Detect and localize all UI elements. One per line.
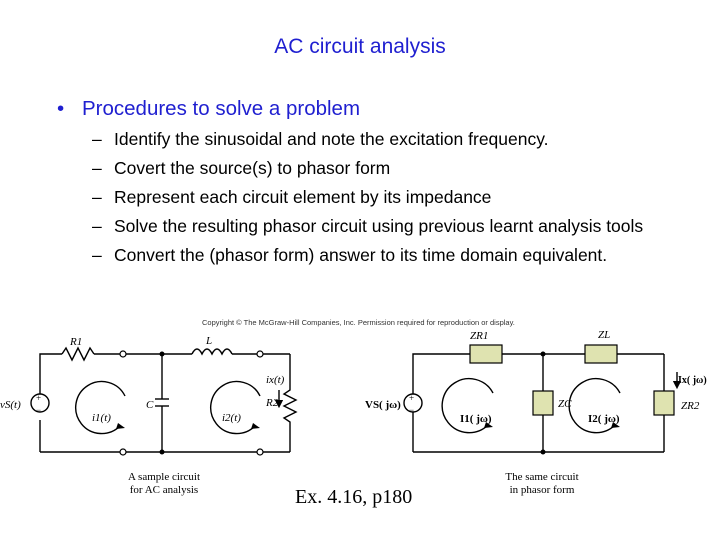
procedure-list: –Identify the sinusoidal and note the ex… [92,128,712,273]
right-caption: The same circuit in phasor form [490,471,594,497]
dash-marker: – [92,216,102,236]
label-zr2: ZR2 [681,400,700,412]
left-caption: A sample circuit for AC analysis [112,471,216,497]
label-r2: R2 [265,397,279,409]
impedance-zr2 [653,390,675,416]
impedance-zc [532,390,554,416]
label-i2: i2(t) [222,412,241,424]
label-l: L [205,335,212,347]
dash-marker: – [92,158,102,178]
impedance-zl [584,344,618,364]
label-vs: vS(t) [0,399,21,411]
label-ix-phasor: Ix( jω) [678,375,707,386]
step-text: Represent each circuit element by its im… [114,187,492,207]
svg-text:+: + [36,393,41,403]
bullet-text: Procedures to solve a problem [82,97,361,120]
time-domain-circuit: + − vS(t) R1 L C R2 i1(t) i2(t) ix(t) [0,335,298,456]
phasor-circuit: + − VS( jω) ZR1 ZL ZC ZR2 I1( jω) I2( jω… [365,329,707,455]
procedure-step: –Solve the resulting phasor circuit usin… [92,215,674,238]
procedure-step: –Identify the sinusoidal and note the ex… [92,128,712,151]
dash-marker: – [92,187,102,207]
label-vs-phasor: VS( jω) [365,399,401,411]
svg-text:−: − [409,405,414,415]
procedure-step: –Convert the (phasor form) answer to its… [92,244,712,267]
left-caption-line2: for AC analysis [129,484,199,496]
step-text: Solve the resulting phasor circuit using… [114,216,644,236]
procedure-step: –Represent each circuit element by its i… [92,186,712,209]
dash-marker: – [92,129,102,149]
label-c: C [146,399,154,411]
example-reference: Ex. 4.16, p180 [295,486,413,508]
label-zr1: ZR1 [470,330,488,342]
right-caption-line1: The same circuit [505,471,579,483]
slide-title: AC circuit analysis [274,35,446,58]
label-i1: i1(t) [92,412,111,424]
step-text: Convert the (phasor form) answer to its … [114,245,608,265]
label-r1: R1 [69,336,82,348]
left-caption-line1: A sample circuit [127,471,201,483]
svg-text:+: + [409,393,414,403]
procedure-step: –Covert the source(s) to phasor form [92,157,712,180]
label-zc: ZC [558,398,572,410]
label-zl: ZL [598,329,610,341]
copyright-notice: Copyright © The McGraw-Hill Companies, I… [202,318,515,327]
bullet-marker: • [57,97,65,120]
right-caption-line2: in phasor form [509,484,575,496]
label-i2-phasor: I2( jω) [588,413,620,425]
label-i1-phasor: I1( jω) [460,413,492,425]
step-text: Covert the source(s) to phasor form [114,158,391,178]
step-text: Identify the sinusoidal and note the exc… [114,129,549,149]
dash-marker: – [92,245,102,265]
label-ix: ix(t) [266,374,285,386]
svg-text:−: − [36,405,41,415]
impedance-zr1 [469,344,503,364]
